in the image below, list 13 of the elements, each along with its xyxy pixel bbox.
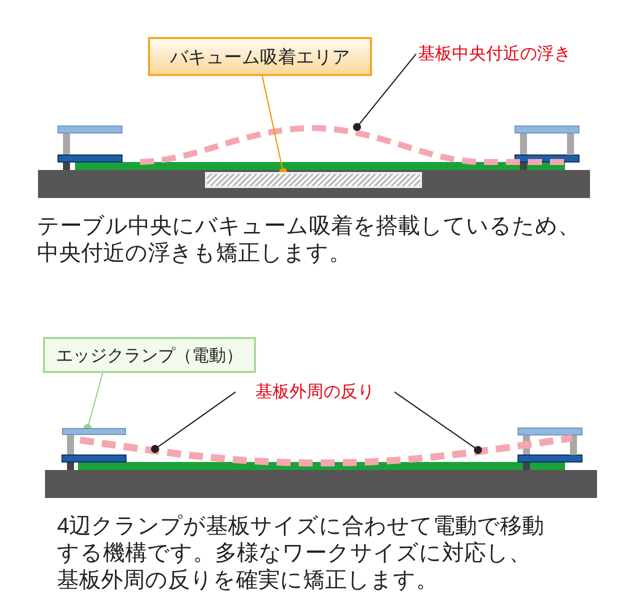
callout-text: 基板中央付近の浮き [418,42,613,66]
leader-line [151,392,236,453]
leader-line [353,54,417,131]
clamp-plate [62,428,126,435]
callout-text: 基板外周の反り [240,380,390,404]
callout-box: エッジクランプ（電動） [43,337,256,373]
leader-line [394,392,482,454]
callout-box: バキューム吸着エリア [148,37,372,76]
vacuum-area [205,172,422,188]
warp-curve [140,125,565,165]
description-text: テーブル中央にバキューム吸着を搭載しているため、中央付近の浮きも矯正します。 [37,212,580,266]
description-text: 4辺クランプが基板サイズに合わせて電動で移動する機構です。多様なワークサイズに対応し、基板外周の反りを確実に矯正します。 [57,512,544,593]
warp-curve [79,434,573,466]
